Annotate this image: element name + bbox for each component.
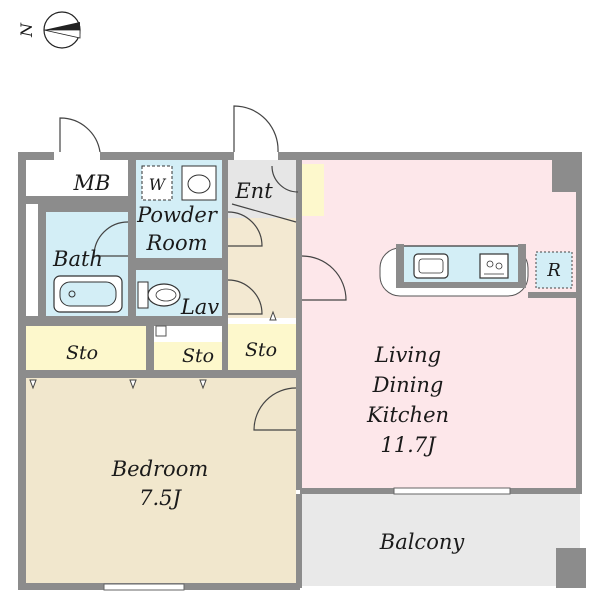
wall-hall-ldk	[296, 160, 302, 490]
wall-top-right	[278, 152, 578, 160]
bathtub-icon	[53, 275, 123, 313]
wall-bath-powder	[128, 160, 136, 326]
storage-marker	[199, 379, 207, 390]
entrance-label: Ent	[234, 179, 273, 203]
mb-door-swing	[59, 117, 101, 153]
kitchen-partition	[528, 292, 576, 298]
storage-marker	[29, 379, 37, 390]
bedroom-area-label: 7.5J	[139, 486, 182, 510]
bedroom-door-swing	[253, 387, 297, 431]
wall-bath-left	[38, 204, 46, 316]
ldk-area-label: 11.7J	[380, 433, 437, 457]
toilet-icon	[137, 281, 181, 309]
wall-storage-left-mid	[146, 326, 154, 378]
ldk-label-line2: Dining	[372, 373, 444, 397]
powder-door-swing	[227, 211, 263, 247]
lav-door-swing	[227, 279, 263, 315]
bath-label: Bath	[52, 247, 103, 271]
stove-icon	[479, 253, 509, 279]
storage-left-floor	[26, 326, 146, 378]
ldk-door-swing	[301, 255, 347, 301]
wall-top-left	[18, 152, 54, 160]
storage-right-floor	[228, 324, 296, 370]
lav-label: Lav	[180, 295, 219, 319]
ldk-label-line3: Kitchen	[366, 403, 449, 427]
wall-right	[576, 192, 582, 490]
wall-balcony-left	[296, 494, 302, 588]
ldk-label-line1: Living	[374, 343, 441, 367]
shoe-cabinet	[302, 164, 324, 216]
wall-bedroom-top	[26, 370, 302, 378]
wall-right-top-block	[552, 152, 582, 192]
doors	[59, 105, 347, 431]
washer-space	[141, 165, 173, 201]
washer-label: W	[149, 175, 167, 194]
refrigerator-label: R	[546, 260, 561, 281]
wall-mb-bottom	[18, 196, 136, 204]
windows	[103, 487, 511, 591]
wall-storage-top	[26, 316, 226, 326]
storage-right-label: Sto	[245, 339, 277, 361]
compass: N	[17, 11, 81, 49]
powder-room-label-line2: Room	[145, 231, 207, 255]
compass-needle-half	[43, 29, 81, 39]
compass-label: N	[17, 22, 36, 38]
powder-room-label-line1: Powder	[136, 203, 219, 227]
entrance-door-swing	[233, 105, 279, 153]
storage-marker	[269, 310, 277, 321]
ldk-floor	[300, 160, 578, 488]
washbasin-icon	[181, 165, 217, 201]
bedroom-window	[103, 583, 185, 591]
ldk-window	[393, 487, 511, 495]
shoe-cabinet-door-swing	[271, 165, 299, 193]
room-labels: MB W Powder Room Ent Bath Lav Sto Sto St…	[52, 171, 561, 554]
refrigerator-space	[535, 251, 573, 289]
storage-left-label: Sto	[66, 342, 98, 364]
wall-powder-lav	[136, 258, 224, 270]
sink-icon	[413, 253, 449, 279]
balcony-label: Balcony	[379, 530, 466, 554]
wall-top-mid	[100, 152, 234, 160]
hall-floor	[228, 218, 296, 318]
wall-bath-top	[38, 204, 128, 212]
storage-mid-label: Sto	[182, 345, 214, 367]
wall-bottom-right-block	[556, 548, 586, 588]
entrance-step-line	[231, 203, 297, 223]
mb-label: MB	[73, 171, 111, 195]
storage-marker	[129, 379, 137, 390]
bath-door-swing	[93, 221, 129, 257]
bedroom-label: Bedroom	[111, 457, 209, 481]
bedroom-floor	[26, 378, 296, 583]
wall-left	[18, 152, 26, 588]
wall-powder-hall	[222, 160, 228, 324]
pipe-shaft	[155, 325, 167, 337]
storage-markers	[29, 310, 277, 390]
wall-storage-mid-right	[222, 318, 228, 378]
balcony-floor	[300, 494, 580, 586]
